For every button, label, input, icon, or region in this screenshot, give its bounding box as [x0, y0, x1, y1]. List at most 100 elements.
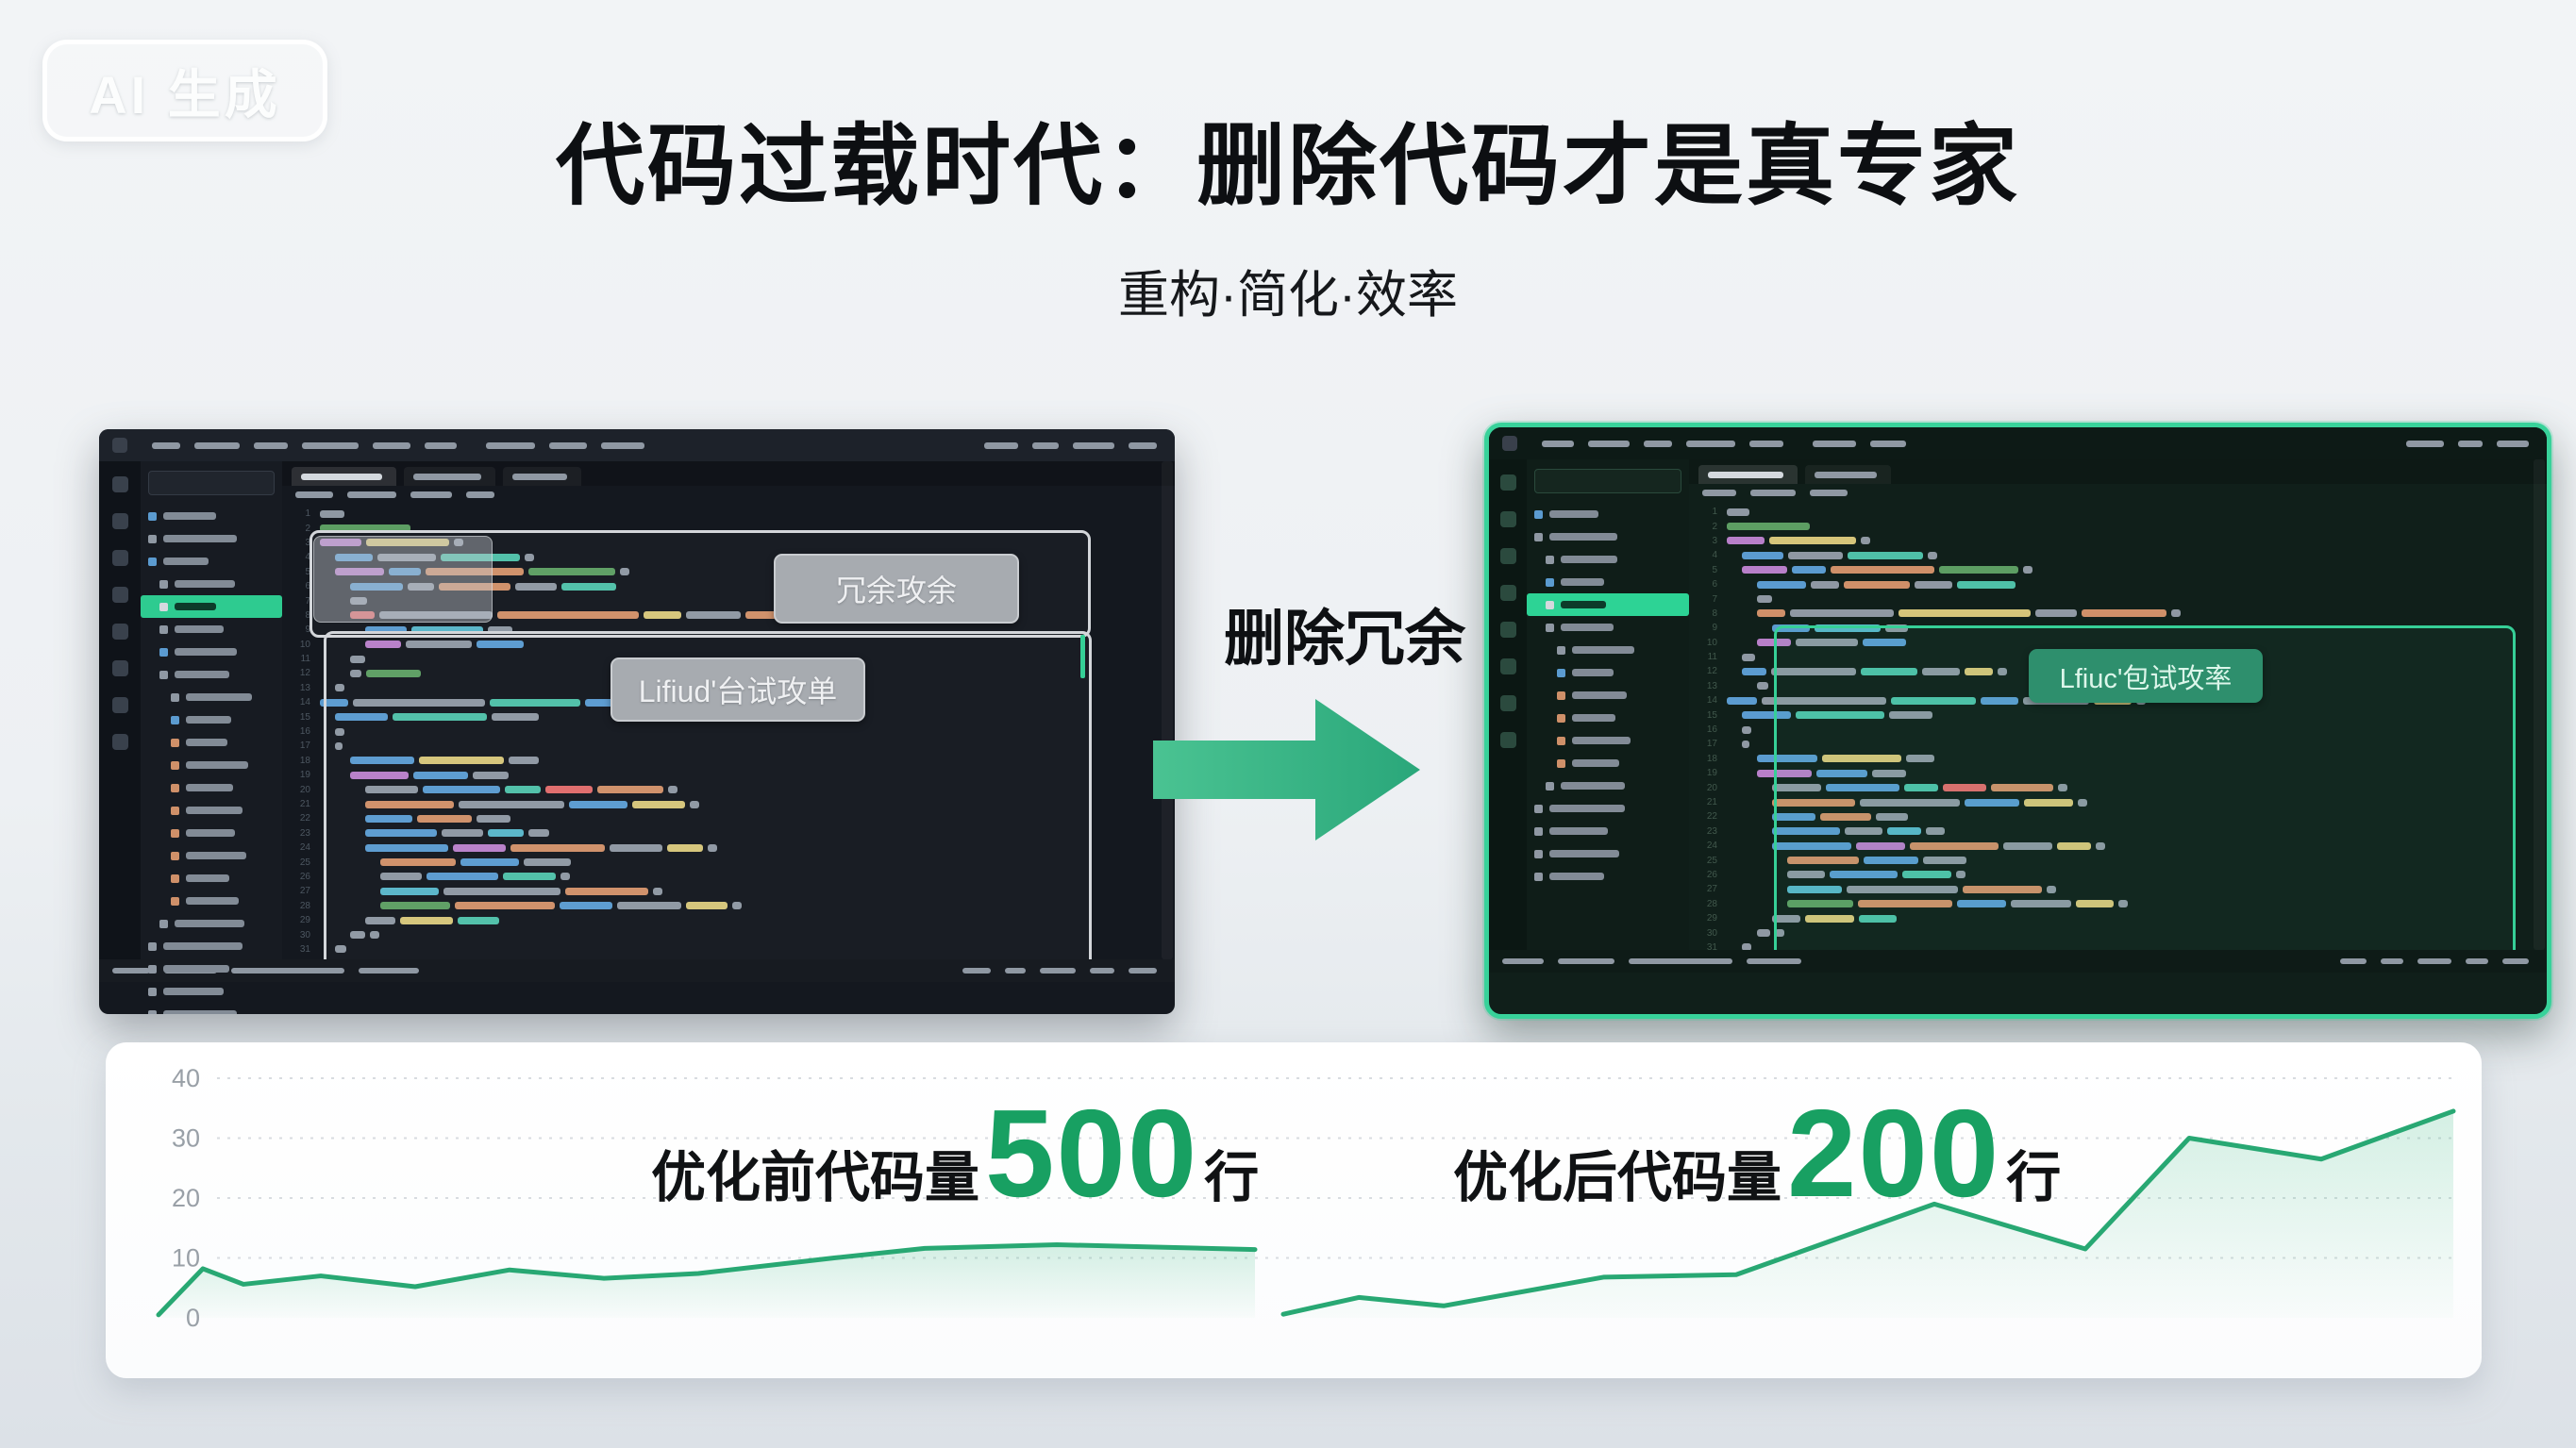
- code-line: 31: [282, 942, 1175, 957]
- editor-titlebar: [99, 429, 1175, 461]
- file-icon: [1534, 872, 1543, 881]
- token: [335, 684, 344, 692]
- file-icon: [171, 692, 179, 702]
- token: [1747, 958, 1801, 964]
- code-line: 20: [282, 782, 1175, 796]
- token: [335, 553, 373, 561]
- activity-bar-icon: [1499, 732, 1516, 748]
- token: [152, 441, 180, 449]
- token: [377, 553, 436, 561]
- tree-item: [141, 1003, 282, 1014]
- token: [320, 539, 361, 547]
- code-line: 19: [282, 768, 1175, 782]
- file-label: [1561, 782, 1625, 790]
- token: [1906, 755, 1934, 763]
- line-number: 22: [299, 813, 310, 824]
- line-number: 19: [1706, 768, 1717, 779]
- file-label: [175, 625, 224, 633]
- file-label: [1549, 850, 1619, 857]
- activity-bar: [1489, 459, 1527, 950]
- token: [1742, 711, 1791, 720]
- token: [302, 441, 359, 449]
- file-label: [163, 512, 216, 520]
- file-label: [186, 829, 235, 837]
- token: [335, 568, 384, 576]
- token: [2035, 609, 2077, 618]
- token: [359, 968, 419, 974]
- token: [509, 757, 539, 765]
- file-label: [186, 693, 252, 701]
- token: [427, 873, 498, 881]
- token: [1749, 440, 1783, 447]
- token: [1796, 639, 1858, 647]
- right-arrow-icon: [1153, 699, 1420, 841]
- token: [1742, 725, 1751, 734]
- code-line: 2: [282, 521, 1175, 535]
- token: [473, 771, 509, 779]
- code-line: 12: [1689, 664, 2547, 678]
- redundant-code-highlight-box-1: [309, 530, 1091, 638]
- file-label: [186, 852, 246, 859]
- token: [1860, 798, 1960, 807]
- token: [1820, 812, 1871, 821]
- token: [1757, 929, 1770, 938]
- token: [1772, 827, 1840, 836]
- token: [366, 669, 421, 677]
- tree-item: [1527, 548, 1689, 571]
- file-icon: [159, 579, 168, 589]
- file-label: [1572, 737, 1631, 744]
- tree-item: [1527, 684, 1689, 707]
- token: [1811, 580, 1839, 589]
- token: [413, 473, 481, 480]
- token: [1757, 769, 1812, 777]
- code-line: 18: [282, 754, 1175, 768]
- token: [2078, 798, 2087, 807]
- file-label: [163, 535, 237, 542]
- file-label: [175, 603, 216, 610]
- token: [503, 873, 556, 881]
- token: [350, 757, 414, 765]
- line-number: 5: [305, 566, 310, 577]
- code-line: 22: [282, 811, 1175, 825]
- activity-bar-icon: [111, 734, 128, 750]
- token: [2417, 958, 2451, 964]
- token: [1864, 857, 1918, 865]
- line-number: 26: [299, 871, 310, 882]
- token: [617, 902, 681, 910]
- activity-bar-icon: [111, 624, 128, 640]
- redundant-label: 冗余攻余: [774, 554, 1019, 624]
- tree-item: [141, 686, 282, 708]
- file-label: [163, 965, 229, 973]
- file-icon: [159, 602, 168, 611]
- file-icon: [1546, 781, 1554, 791]
- token: [419, 757, 504, 765]
- line-number: 16: [1706, 724, 1717, 736]
- code-line: 27: [1689, 882, 2547, 896]
- token: [1815, 471, 1877, 478]
- token: [353, 698, 485, 707]
- status-tokens: [962, 968, 1162, 974]
- token: [1899, 609, 2031, 618]
- line-number: 12: [1706, 666, 1717, 677]
- token: [441, 553, 520, 561]
- token: [686, 611, 741, 620]
- tree-item: [1527, 774, 1689, 797]
- code-line: 26: [282, 870, 1175, 884]
- token: [1848, 551, 1923, 559]
- token: [2171, 609, 2181, 618]
- file-icon: [171, 783, 179, 792]
- line-number: 7: [305, 595, 310, 607]
- file-label: [1549, 827, 1608, 835]
- token: [1757, 609, 1785, 618]
- code-line: 7: [1689, 591, 2547, 606]
- redundant-code-translucent-panel: [313, 536, 493, 623]
- code-line: 27: [282, 884, 1175, 898]
- line-number: 18: [1706, 753, 1717, 764]
- tree-item: [141, 799, 282, 822]
- line-number: 25: [1706, 855, 1717, 866]
- token: [1787, 857, 1859, 865]
- token: [1750, 489, 1796, 496]
- file-icon: [171, 896, 179, 906]
